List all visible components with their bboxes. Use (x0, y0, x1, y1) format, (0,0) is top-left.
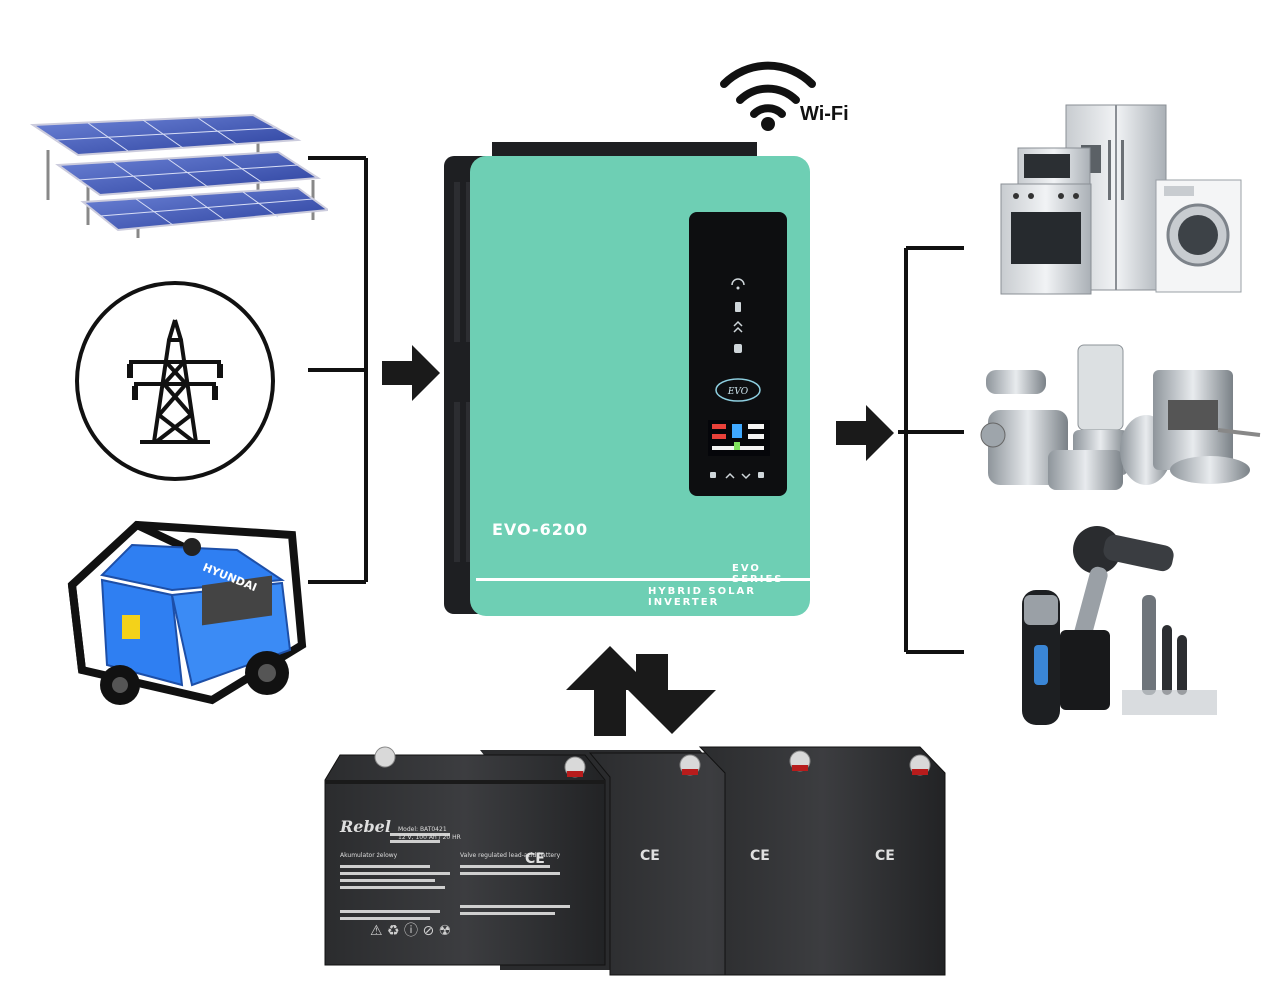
wifi-label: Wi-Fi (800, 103, 849, 126)
battery-title: Akumulator żelowy (340, 852, 397, 859)
inverter-type: HYBRID SOLAR INVERTER (648, 586, 814, 608)
hybrid-inverter: EVO EVO-6200 EVO SERIES HYBRID SOLAR INV… (442, 142, 814, 618)
battery-spec: 12 V, 100 Ah / 20 HR (398, 834, 461, 841)
battery-subtitle: Valve regulated lead-acid battery (460, 852, 560, 859)
svg-text:⚠ ♻ ⓘ ⊘ ☢: ⚠ ♻ ⓘ ⊘ ☢ (370, 923, 451, 939)
solar-panels-image (28, 110, 328, 240)
battery-model: Model: BAT0421 (398, 826, 447, 833)
personal-care-image (1012, 525, 1232, 735)
small-appliances-image (978, 340, 1263, 495)
output-bracket-lines (898, 240, 970, 660)
power-grid-icon (74, 280, 276, 482)
svg-text:CE: CE (875, 848, 895, 864)
inverter-logo: EVO (727, 387, 749, 397)
generator-image: HYUNDAI (62, 495, 312, 730)
battery-brand: Rebel (340, 817, 391, 836)
svg-text:CE: CE (640, 848, 660, 864)
kitchen-appliances-image (996, 100, 1246, 300)
input-bracket-lines (300, 150, 380, 590)
svg-text:CE: CE (750, 848, 770, 864)
bidirectional-arrows-icon (566, 646, 718, 736)
arrow-right-icon (382, 345, 440, 401)
inverter-model: EVO-6200 (492, 520, 588, 539)
inverter-series: EVO SERIES (732, 563, 814, 585)
arrow-right-icon (836, 405, 894, 461)
